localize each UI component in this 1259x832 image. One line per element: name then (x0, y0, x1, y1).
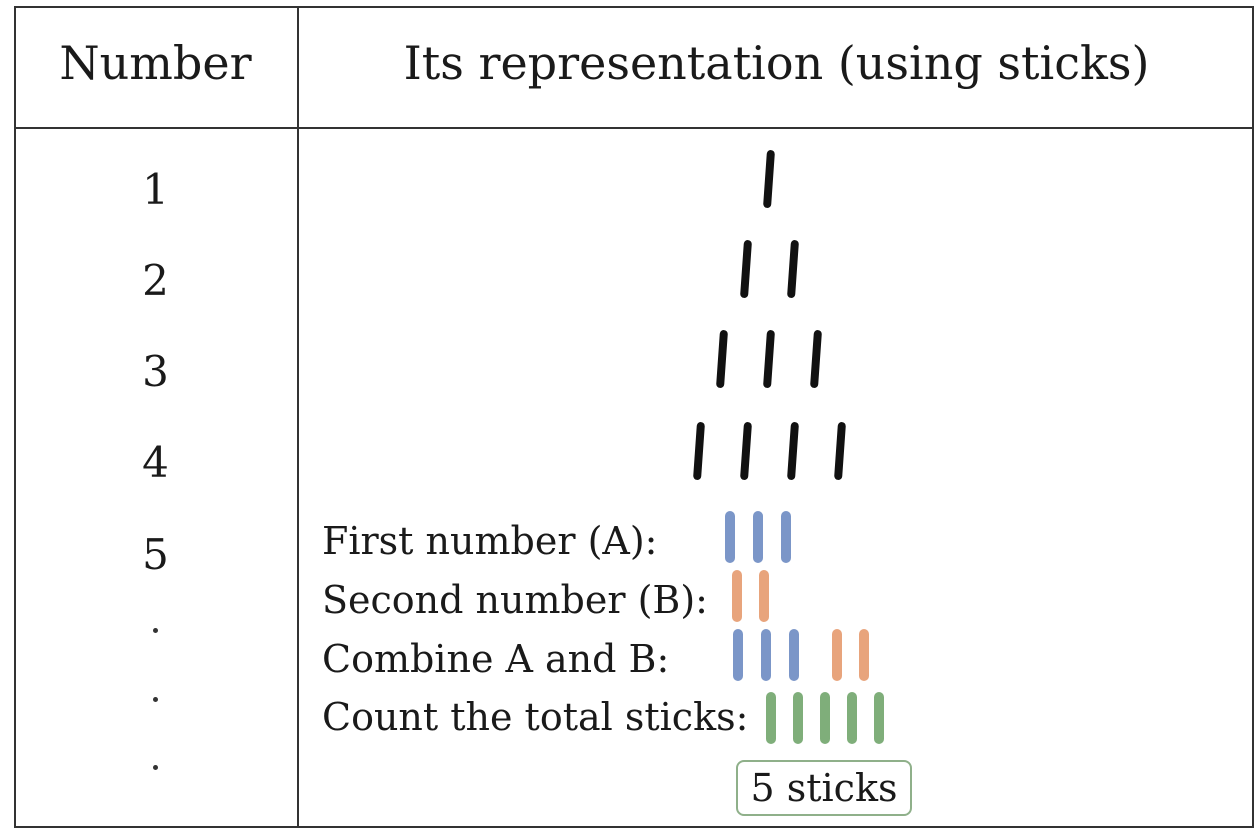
step-label-second-number: Second number (B): (322, 578, 708, 622)
stick-combined-b (832, 629, 842, 681)
stick-total (793, 692, 803, 744)
stick-combined-a (761, 629, 771, 681)
row-number-3: 3 (142, 347, 169, 396)
header-representation: Its representation (using sticks) (403, 36, 1150, 90)
stick-total (820, 692, 830, 744)
row-number-1: 1 (142, 165, 169, 214)
continuation-dot (153, 697, 158, 702)
stick-total (847, 692, 857, 744)
stick-second-number (732, 570, 742, 622)
header-divider (14, 127, 1254, 129)
table-frame (14, 6, 1254, 828)
step-label-combine: Combine A and B: (322, 637, 670, 681)
stick-total (766, 692, 776, 744)
result-box: 5 sticks (736, 760, 912, 816)
continuation-dot (153, 628, 158, 633)
step-label-count-total: Count the total sticks: (322, 695, 749, 739)
stick-combined-a (733, 629, 743, 681)
stick-first-number (781, 511, 791, 563)
header-number: Number (59, 36, 252, 90)
stick-first-number (753, 511, 763, 563)
stick-second-number (759, 570, 769, 622)
column-divider (297, 6, 299, 828)
stick-combined-a (789, 629, 799, 681)
row-number-5: 5 (142, 530, 169, 579)
stick-total (874, 692, 884, 744)
stick-combined-b (859, 629, 869, 681)
continuation-dot (153, 765, 158, 770)
step-label-first-number: First number (A): (322, 519, 658, 563)
row-number-2: 2 (142, 256, 169, 305)
row-number-4: 4 (142, 438, 169, 487)
stick-first-number (725, 511, 735, 563)
